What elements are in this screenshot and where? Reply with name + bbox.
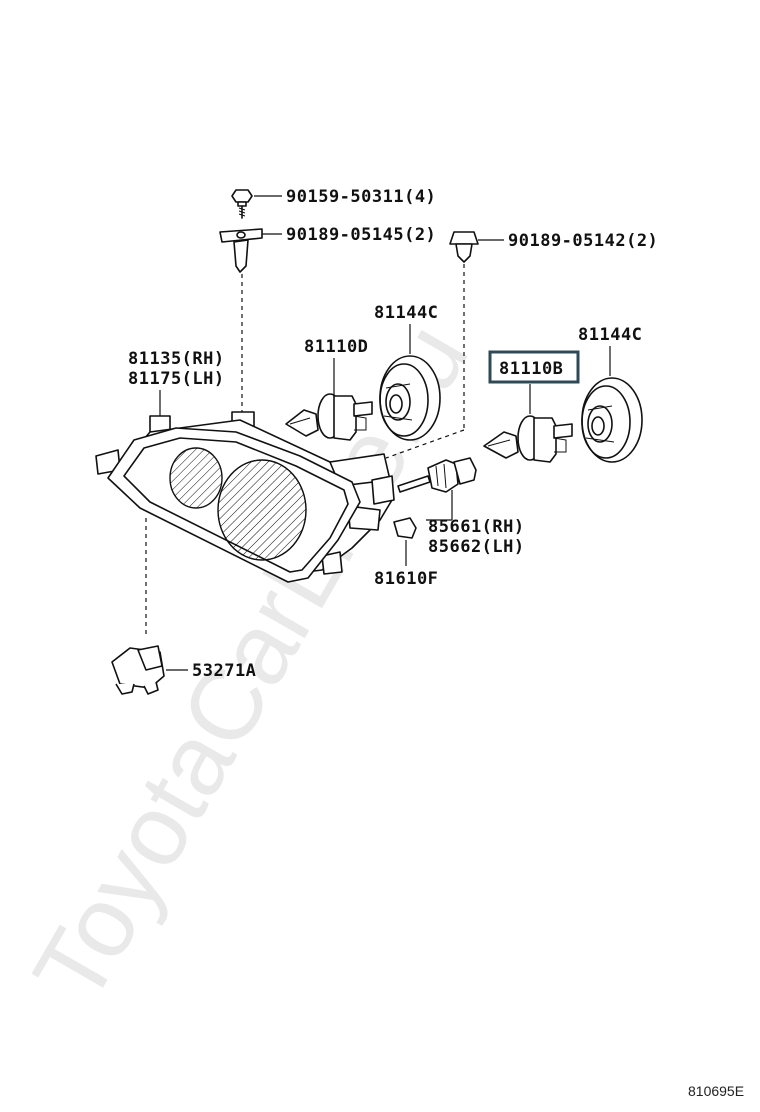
cover-right-part bbox=[581, 377, 643, 463]
bulb-b-label: 81110B bbox=[499, 359, 563, 379]
retainer-clip-label: 90189-05142(2) bbox=[508, 231, 658, 251]
bracket-clip-part bbox=[219, 228, 263, 273]
housing-lh-label: 81175(LH) bbox=[128, 369, 225, 389]
bulb-b-highlight-box bbox=[488, 350, 580, 384]
retainer-clip-dashline-2 bbox=[385, 429, 465, 459]
bracket-label: 53271A bbox=[192, 661, 256, 681]
retainer-clip-part bbox=[449, 231, 479, 263]
bracket-clip-label: 90189-05145(2) bbox=[286, 225, 436, 245]
socket-lh-label: 85662(LH) bbox=[428, 537, 525, 557]
cover-left-label: 81144C bbox=[374, 303, 438, 323]
bracket-part bbox=[111, 645, 165, 695]
socket-part bbox=[397, 457, 477, 493]
bulb-d-part bbox=[285, 393, 373, 441]
socket-rh-label: 85661(RH) bbox=[428, 517, 525, 537]
bulb-d-label: 81110D bbox=[304, 337, 368, 357]
small-bulb-part bbox=[393, 517, 417, 539]
screw-part bbox=[231, 189, 253, 219]
cover-right-label: 81144C bbox=[578, 325, 642, 345]
screw-label: 90159-50311(4) bbox=[286, 187, 436, 207]
housing-rh-label: 81135(RH) bbox=[128, 349, 225, 369]
diagram-code: 810695E bbox=[688, 1083, 744, 1099]
bulb-b-part bbox=[483, 415, 573, 463]
small-bulb-label: 81610F bbox=[374, 569, 438, 589]
cover-left-part bbox=[379, 355, 441, 441]
headlamp-housing-part bbox=[95, 411, 395, 583]
